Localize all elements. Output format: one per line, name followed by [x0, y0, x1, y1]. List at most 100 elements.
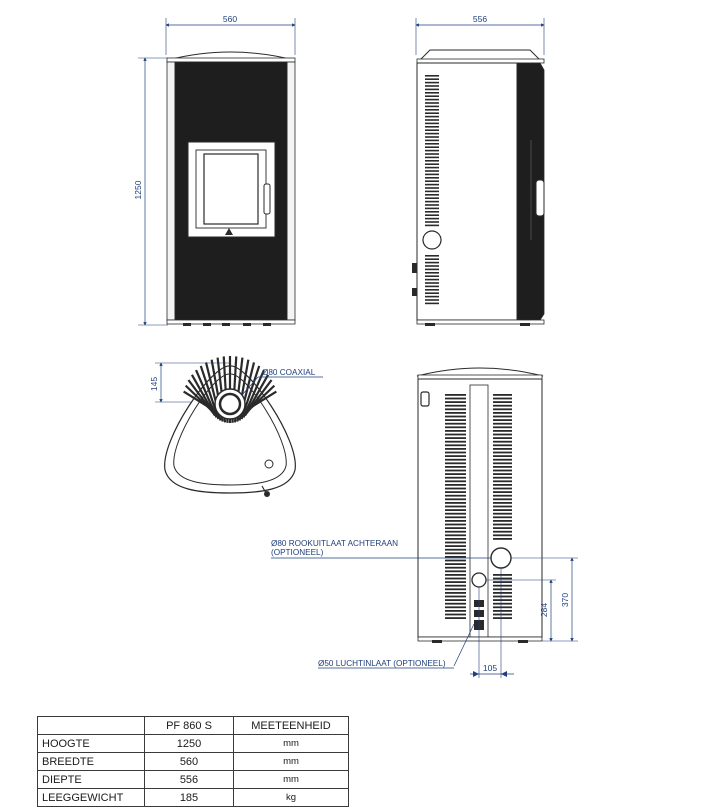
vent-slat	[493, 401, 512, 403]
vent-slat	[445, 466, 466, 468]
vent-slat	[445, 509, 466, 511]
vent-slat	[493, 588, 512, 591]
vent-slat	[425, 197, 439, 199]
vent-slat	[493, 599, 512, 601]
vent-slat	[493, 498, 512, 501]
vent-slat	[445, 451, 466, 454]
vent-slat	[493, 458, 512, 461]
rear-vents	[445, 394, 512, 619]
table-row: BREEDTE 560 mm	[37, 752, 349, 771]
vent-slat	[445, 512, 466, 515]
vent-slat	[493, 617, 512, 619]
vent-slat	[445, 520, 466, 522]
vent-slat	[445, 484, 466, 486]
vent-slat	[445, 523, 466, 526]
vent-slat	[445, 491, 466, 493]
vent-slat	[493, 577, 512, 580]
rear-view: 370 284 105 Ø80 ROOKUITLAAT ACHTERAAN (O…	[271, 367, 578, 678]
vent-slat	[445, 534, 466, 537]
rear-outlet-callout-line1: Ø80 ROOKUITLAAT ACHTERAAN	[271, 539, 398, 548]
top-view: 145 Ø80 COAXIAL	[149, 356, 323, 497]
vent-slat	[493, 584, 512, 587]
vent-slat	[445, 487, 466, 490]
vent-slat	[425, 112, 439, 114]
vent-slat	[445, 408, 466, 411]
vent-slat	[425, 85, 439, 87]
vent-slat	[493, 466, 512, 468]
rear-offset-label: 105	[483, 663, 497, 673]
vent-slat	[425, 149, 439, 152]
row-label: HOOGTE	[37, 734, 145, 753]
vent-slat	[445, 548, 466, 551]
vent-slat	[425, 200, 439, 203]
grille-slat	[247, 390, 277, 410]
vent-slat	[445, 401, 466, 403]
vent-slat	[425, 170, 439, 172]
vent-slat	[425, 132, 439, 135]
vent-slat	[493, 505, 512, 508]
table-row: HOOGTE 1250 mm	[37, 734, 349, 753]
vent-slat	[445, 566, 466, 569]
vent-slat	[425, 207, 439, 210]
vent-slat	[493, 610, 512, 612]
vent-slat	[425, 221, 439, 223]
vent-slat	[425, 214, 439, 216]
spec-table-header: PF 860 S MEETEENHEID	[37, 716, 349, 735]
vent-slat	[445, 462, 466, 465]
grille-slat	[199, 365, 220, 420]
vent-slat	[493, 523, 512, 526]
vent-slat	[493, 408, 512, 411]
vent-slat	[445, 527, 466, 529]
vent-slat	[493, 527, 512, 529]
vent-slat	[445, 592, 466, 594]
grille-slat	[190, 374, 216, 417]
vent-slat	[425, 272, 439, 274]
vent-slat	[425, 299, 439, 301]
vent-slat	[445, 430, 466, 432]
row-unit: kg	[233, 788, 349, 807]
vent-slat	[445, 552, 466, 555]
vent-slat	[493, 397, 512, 400]
vent-slat	[493, 430, 512, 432]
vent-slat	[445, 473, 466, 475]
vent-slat	[445, 394, 466, 396]
vent-slat	[493, 437, 512, 439]
vent-slat	[425, 139, 439, 142]
row-label: LEEGGEWICHT	[37, 788, 145, 807]
vent-slat	[445, 480, 466, 483]
vent-slat	[445, 397, 466, 400]
vent-slat	[493, 484, 512, 486]
vent-slat	[445, 588, 466, 591]
vent-slat	[445, 599, 466, 601]
vent-slat	[425, 88, 439, 91]
table-row: DIEPTE 556 mm	[37, 770, 349, 789]
vent-slat	[445, 426, 466, 429]
grille-slat	[240, 365, 261, 420]
spec-header-unit: MEETEENHEID	[233, 716, 349, 735]
vent-slat	[493, 426, 512, 429]
vent-slat	[425, 268, 439, 271]
vent-slat	[445, 541, 466, 544]
side-vents	[425, 75, 439, 305]
vent-slat	[493, 415, 512, 418]
table-row: LEEGGEWICHT 185 kg	[37, 788, 349, 807]
vent-slat	[445, 617, 466, 619]
row-value: 185	[144, 788, 234, 807]
vent-slat	[493, 476, 512, 479]
rear-outlet-callout-line2: (OPTIONEEL)	[271, 548, 324, 557]
vent-slat	[445, 455, 466, 457]
vent-slat	[493, 473, 512, 475]
vent-slat	[445, 563, 466, 565]
vent-slat	[425, 292, 439, 294]
vent-slat	[445, 448, 466, 450]
vent-slat	[425, 180, 439, 182]
row-label: BREEDTE	[37, 752, 145, 771]
vent-slat	[425, 278, 439, 281]
vent-slat	[425, 166, 439, 169]
vent-slat	[493, 516, 512, 519]
vent-slat	[445, 419, 466, 421]
vent-slat	[425, 78, 439, 80]
vent-slat	[425, 285, 439, 288]
vent-slat	[493, 574, 512, 576]
vent-slat	[493, 419, 512, 421]
